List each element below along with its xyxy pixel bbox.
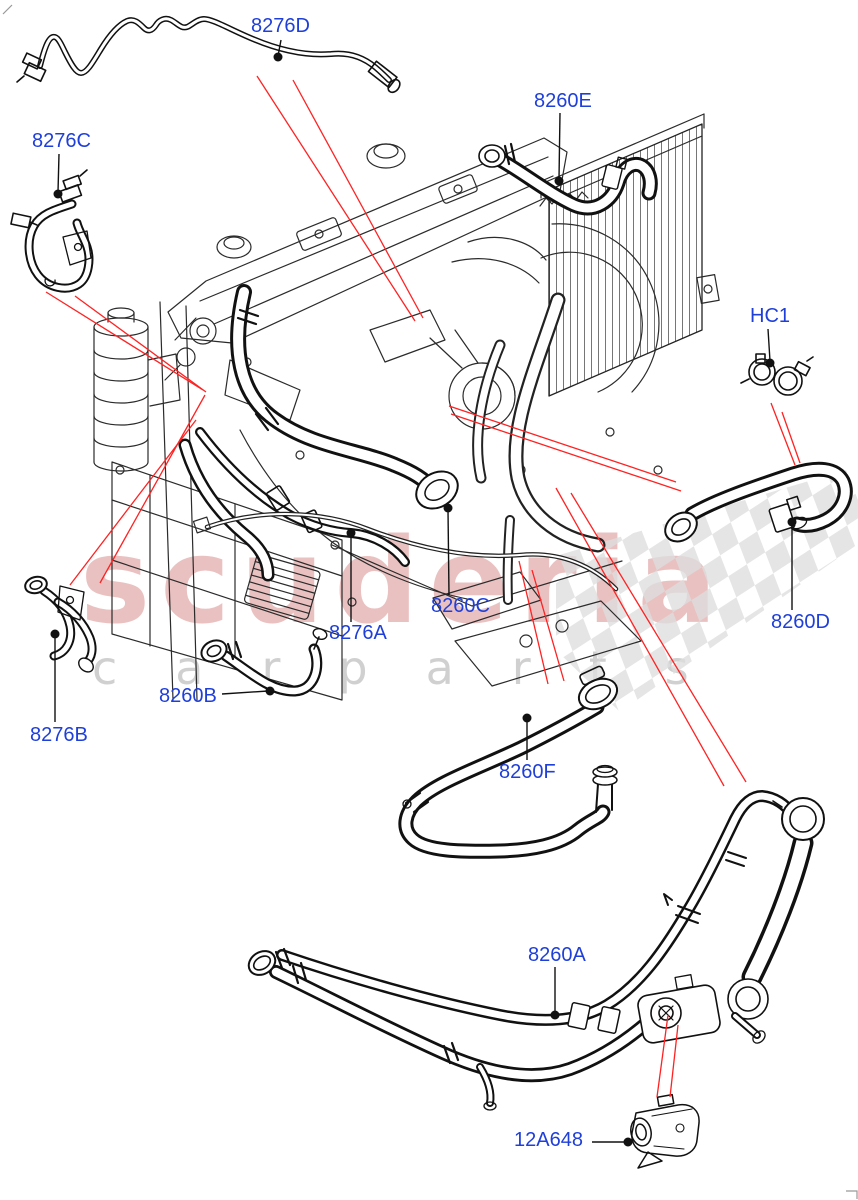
corner-mark-top-left xyxy=(2,4,13,15)
engine-assembly-illustration xyxy=(93,113,720,701)
part-label-8260B[interactable]: 8260B xyxy=(159,685,217,707)
part-hose-8276C xyxy=(10,169,94,293)
part-hose-8260E xyxy=(478,142,658,216)
oil-cooler xyxy=(244,554,321,620)
coolant-expansion-tank xyxy=(93,307,181,472)
part-hose-8260D xyxy=(664,461,853,543)
part-label-8260A[interactable]: 8260A xyxy=(528,944,586,966)
service-parts xyxy=(10,15,853,1169)
part-hose-clamp-HC1 xyxy=(740,353,814,396)
fitted-heater-hose xyxy=(195,427,410,567)
part-hose-8276B xyxy=(24,575,97,673)
part-hose-8260F xyxy=(398,665,619,859)
front-accessory-drive xyxy=(164,317,217,381)
part-label-8276C[interactable]: 8276C xyxy=(32,130,91,152)
part-label-HC1[interactable]: HC1 xyxy=(750,305,791,327)
part-label-8260E[interactable]: 8260E xyxy=(534,90,592,112)
part-label-12A648[interactable]: 12A648 xyxy=(514,1129,583,1151)
intake-pipes xyxy=(451,236,547,284)
part-hose-8276D xyxy=(16,15,401,94)
part-label-8260C[interactable]: 8260C xyxy=(431,595,490,617)
fitted-lower-hose xyxy=(178,438,275,582)
lower-engine-structure xyxy=(224,309,663,687)
coolant-metal-pipe xyxy=(192,511,619,592)
part-label-8276D[interactable]: 8276D xyxy=(251,15,310,37)
frame-rails xyxy=(159,301,198,701)
intake-elbow-pipe xyxy=(472,292,606,605)
red-locator-lines xyxy=(45,75,801,1098)
part-label-8276A[interactable]: 8276A xyxy=(329,622,387,644)
part-hose-assembly-8260A xyxy=(247,790,825,1111)
corner-mark-bottom-right xyxy=(846,1190,858,1199)
fan-shroud xyxy=(540,223,660,393)
part-connector-12A648 xyxy=(630,1093,700,1169)
part-label-8276B[interactable]: 8276B xyxy=(30,724,88,746)
label-leader-dots xyxy=(50,52,797,1147)
radiator xyxy=(539,113,720,397)
label-leader-lines xyxy=(54,39,793,1143)
fitted-upper-hose xyxy=(230,284,459,510)
part-hose-8260B xyxy=(200,628,328,697)
part-label-8260D[interactable]: 8260D xyxy=(771,611,830,633)
part-label-8260F[interactable]: 8260F xyxy=(499,761,556,783)
